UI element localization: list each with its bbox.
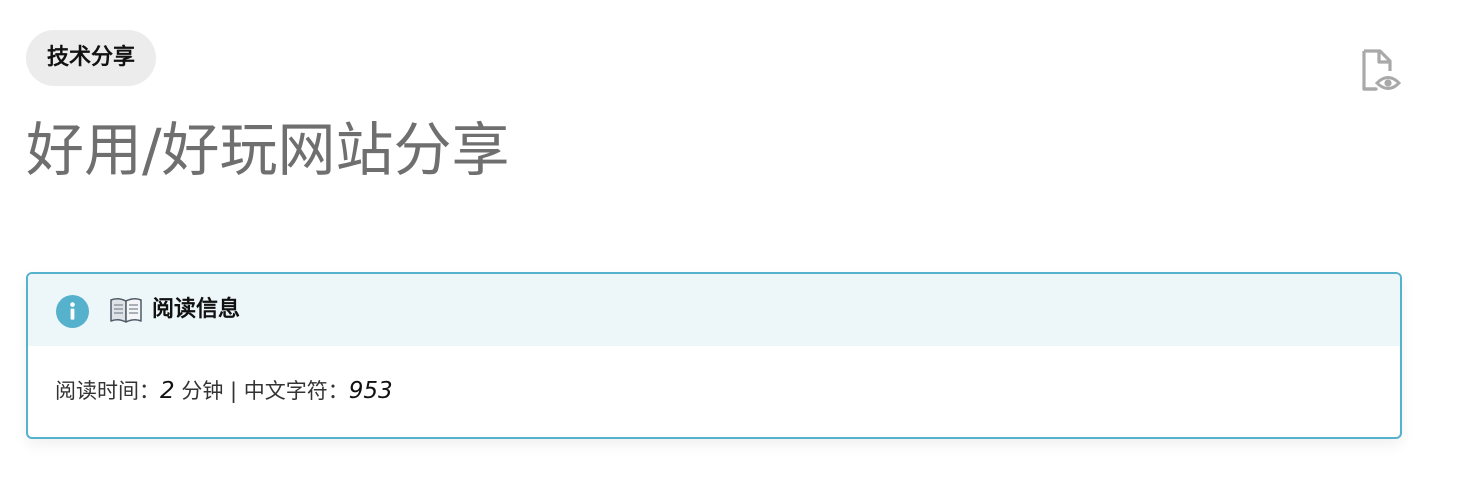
reading-time-label: 阅读时间： [55,379,160,403]
char-count-value: 953 [348,378,393,404]
reading-time-unit: 分钟 [174,379,224,403]
open-book-icon [110,297,142,323]
info-circle-icon [56,295,89,328]
reading-info-body: 阅读时间：2 分钟 | 中文字符：953 [28,346,1400,437]
char-count-label: 中文字符： [243,379,349,403]
reading-info-header: 阅读信息 [28,274,1400,346]
separator: | [223,379,244,403]
reading-info-title: 阅读信息 [152,297,241,322]
post-title: 好用/好玩网站分享 [26,116,510,184]
file-eye-icon [1362,49,1402,91]
category-tag[interactable]: 技术分享 [26,30,157,86]
view-source-button[interactable] [1356,46,1404,94]
reading-time-value: 2 [160,378,175,404]
reading-info-box: 阅读信息 阅读时间：2 分钟 | 中文字符：953 [26,272,1402,439]
